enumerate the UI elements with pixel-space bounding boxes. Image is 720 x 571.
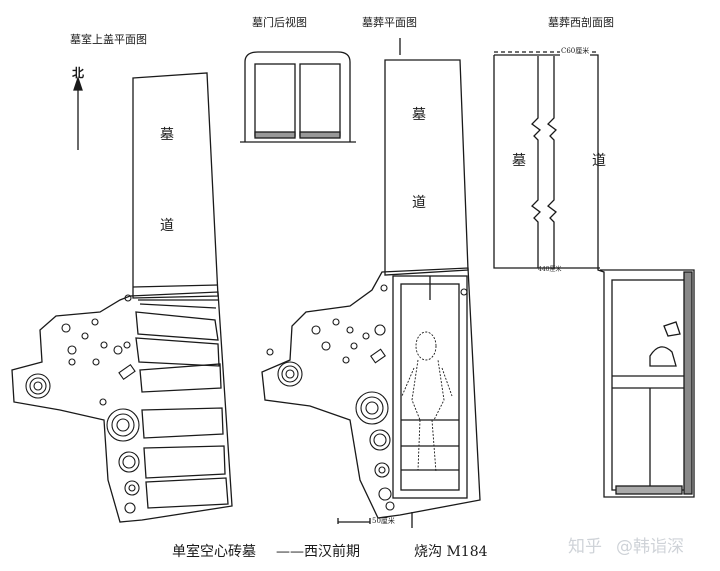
caption-type: 单室空心砖墓	[172, 544, 256, 560]
section-tomb-label: 墓	[512, 153, 526, 169]
lid-plan-drawing	[11, 72, 233, 523]
burial-plan-title: 墓葬平面图	[362, 16, 417, 29]
watermark-author: @韩诣深	[616, 537, 684, 557]
burial-plan-drawing	[261, 38, 481, 528]
section-passage-label: 道	[592, 153, 606, 169]
lid-tomb-label: 墓	[160, 127, 174, 143]
west-section-drawing	[493, 51, 695, 498]
caption-period: ——西汉前期	[276, 544, 360, 560]
lid-passage-label: 道	[160, 218, 174, 234]
caption-site: 烧沟 M184	[414, 544, 488, 560]
scale-bar-label: 50厘米	[372, 517, 395, 525]
lid-plan-title: 墓室上盖平面图	[70, 33, 147, 46]
watermark-brand: 知乎	[568, 537, 602, 557]
section-mid-dimension: 440厘米	[538, 266, 562, 273]
plan-tomb-label: 墓	[412, 107, 426, 123]
section-top-dimension: C60厘米	[560, 46, 591, 56]
plan-passage-label: 道	[412, 195, 426, 211]
gate-back-title: 墓门后视图	[252, 16, 307, 29]
north-arrow-icon	[73, 75, 83, 150]
north-label: 北	[72, 66, 85, 80]
west-section-title: 墓葬西剖面图	[548, 16, 614, 29]
gate-back-drawing	[240, 51, 356, 143]
